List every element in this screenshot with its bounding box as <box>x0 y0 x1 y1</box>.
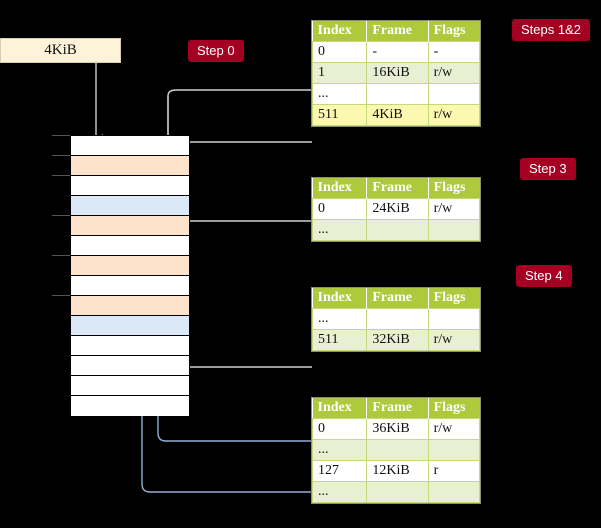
cell-frame: 36KiB <box>366 418 429 440</box>
cell-flags <box>427 83 481 105</box>
badge-step-0: Step 0 <box>188 40 244 62</box>
memory-frame-row <box>71 196 189 216</box>
column-header-index: Index <box>312 21 368 42</box>
memory-row-tick <box>52 175 70 176</box>
cell-frame <box>366 83 429 105</box>
cell-index: 511 <box>311 104 368 126</box>
wire-l3-511 <box>174 288 312 368</box>
cell-index: 0 <box>311 41 368 63</box>
badge-steps-1-2: Steps 1&2 <box>512 19 590 41</box>
cell-frame: - <box>366 41 429 63</box>
memory-frame-row <box>71 396 189 416</box>
column-header-flags: Flags <box>428 398 480 419</box>
memory-row-tick <box>52 295 70 296</box>
cell-frame: 16KiB <box>366 62 429 84</box>
cell-flags: r/w <box>427 62 481 84</box>
badge-step-3: Step 3 <box>520 158 576 180</box>
cell-index: 1 <box>311 62 368 84</box>
table-row[interactable]: 0-- <box>311 41 481 63</box>
cell-index: 0 <box>311 198 368 220</box>
memory-frame-row <box>71 216 189 236</box>
badge-step-4: Step 4 <box>516 265 572 287</box>
column-header-frame: Frame <box>366 398 429 419</box>
column-header-index: Index <box>312 178 368 199</box>
wire-l2-0 <box>181 220 312 306</box>
cell-index: 511 <box>311 329 368 351</box>
column-header-flags: Flags <box>428 288 480 309</box>
table-row[interactable]: ... <box>311 308 481 330</box>
cell-frame <box>366 219 429 241</box>
column-header-index: Index <box>312 288 368 309</box>
cell-index: 127 <box>311 460 368 482</box>
cell-frame: 12KiB <box>366 460 429 482</box>
memory-row-tick <box>52 215 70 216</box>
cell-frame <box>366 481 429 503</box>
table-row[interactable]: ... <box>311 439 481 461</box>
physical-memory-column <box>70 135 190 416</box>
memory-frame-row <box>71 336 189 356</box>
column-header-index: Index <box>312 398 368 419</box>
cell-flags: - <box>427 41 481 63</box>
table-row[interactable]: ... <box>311 481 481 503</box>
memory-frame-row <box>71 156 189 176</box>
table-row[interactable]: ... <box>311 219 481 241</box>
source-frame-label: 4KiB <box>44 42 77 58</box>
memory-frame-row <box>71 236 189 256</box>
cell-flags: r/w <box>427 198 481 220</box>
cell-index: 0 <box>311 418 368 440</box>
column-header-flags: Flags <box>428 178 480 199</box>
column-header-flags: Flags <box>428 21 480 42</box>
cell-frame: 4KiB <box>366 104 429 126</box>
memory-frame-row <box>71 176 189 196</box>
cell-index: ... <box>311 308 368 330</box>
memory-row-tick <box>52 255 70 256</box>
cell-frame: 24KiB <box>366 198 429 220</box>
memory-frame-row <box>71 296 189 316</box>
table-row[interactable]: ... <box>311 83 481 105</box>
memory-row-tick <box>52 135 70 136</box>
cell-index: ... <box>311 439 368 461</box>
source-frame-box: 4KiB <box>0 38 121 63</box>
column-header-frame: Frame <box>366 288 429 309</box>
column-header-frame: Frame <box>366 178 429 199</box>
cell-flags <box>427 439 481 461</box>
cell-flags: r/w <box>427 329 481 351</box>
memory-frame-row <box>71 316 189 336</box>
cell-flags: r <box>427 460 481 482</box>
memory-frame-row <box>71 376 189 396</box>
cell-index: ... <box>311 481 368 503</box>
memory-frame-row <box>71 256 189 276</box>
cell-index: ... <box>311 219 368 241</box>
cell-index: ... <box>311 83 368 105</box>
cell-flags <box>427 308 481 330</box>
cell-frame <box>366 308 429 330</box>
cell-frame: 32KiB <box>366 329 429 351</box>
column-header-frame: Frame <box>366 21 429 42</box>
memory-frame-row <box>71 276 189 296</box>
cell-flags: r/w <box>427 104 481 126</box>
cell-frame <box>366 439 429 461</box>
cell-flags <box>427 219 481 241</box>
cell-flags: r/w <box>427 418 481 440</box>
memory-row-tick <box>52 155 70 156</box>
memory-frame-row <box>71 136 189 156</box>
cell-flags <box>427 481 481 503</box>
memory-frame-row <box>71 356 189 376</box>
